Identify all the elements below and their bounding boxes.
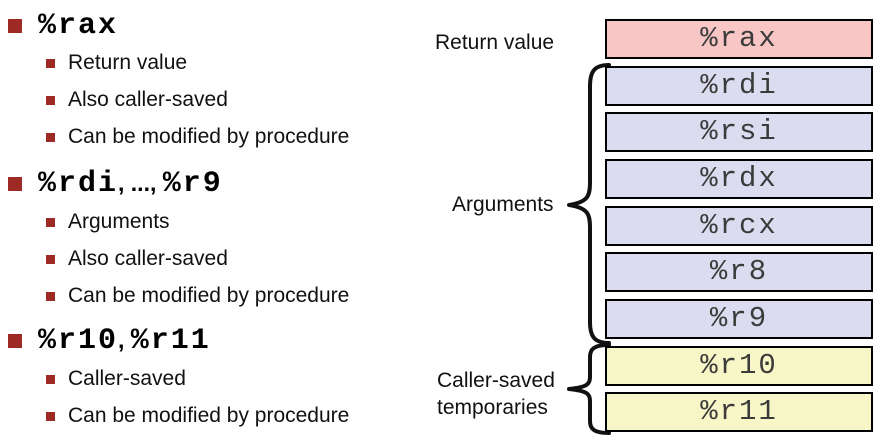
register-box-rcx: %rcx xyxy=(605,206,873,246)
bullet-square-icon xyxy=(46,254,55,264)
bullet-heading-rax: %rax xyxy=(8,9,118,43)
register-box-rdi: %rdi xyxy=(605,66,873,106)
bullet-square-icon xyxy=(46,411,55,421)
bullet-item-label: Return value xyxy=(68,51,188,74)
bullet-square-icon xyxy=(46,374,55,384)
bullet-item: Caller-saved xyxy=(46,366,186,392)
heading-separator: , xyxy=(118,327,131,353)
bullet-item: Also caller-saved xyxy=(46,246,228,272)
register-box-r9: %r9 xyxy=(605,299,873,339)
bullet-item: Can be modified by procedure xyxy=(46,403,349,429)
bullet-heading-r10-r11: %r10, %r11 xyxy=(8,324,211,358)
bullet-item-label: Also caller-saved xyxy=(68,88,228,111)
arguments-label: Arguments xyxy=(452,193,554,216)
register-box-rax: %rax xyxy=(605,19,873,59)
bullet-item: Can be modified by procedure xyxy=(46,124,349,150)
curly-brace-temporaries-icon xyxy=(567,343,611,435)
heading-text: %r10, %r11 xyxy=(38,324,211,358)
bullet-square-icon xyxy=(46,217,55,227)
bullet-item: Also caller-saved xyxy=(46,87,228,113)
bullet-item: Can be modified by procedure xyxy=(46,283,349,309)
heading-text: %rax xyxy=(38,9,118,43)
bullet-square-icon xyxy=(46,291,55,301)
bullet-item: Return value xyxy=(46,50,187,76)
return-value-label: Return value xyxy=(435,31,555,54)
bullet-item-label: Can be modified by procedure xyxy=(68,404,350,427)
bullet-item-label: Caller-saved xyxy=(68,367,186,390)
bullet-square-icon xyxy=(8,334,22,348)
bullet-item-label: Also caller-saved xyxy=(68,247,228,270)
register-box-r11: %r11 xyxy=(605,392,873,432)
heading-separator: , ..., xyxy=(118,170,163,196)
register-name: %r11 xyxy=(130,324,211,358)
register-name: %rax xyxy=(38,9,119,43)
curly-brace-arguments-icon xyxy=(567,63,611,345)
bullet-item-label: Can be modified by procedure xyxy=(68,125,350,148)
bullet-item: Arguments xyxy=(46,209,170,235)
bullet-heading-rdi-r9: %rdi, ..., %r9 xyxy=(8,167,223,201)
bullet-square-icon xyxy=(46,132,55,142)
heading-text: %rdi, ..., %r9 xyxy=(38,167,223,201)
register-box-rsi: %rsi xyxy=(605,112,873,152)
register-name: %r10 xyxy=(38,324,119,358)
register-box-rdx: %rdx xyxy=(605,159,873,199)
register-name: %rdi xyxy=(38,167,119,201)
bullet-item-label: Arguments xyxy=(68,210,170,233)
bullet-square-icon xyxy=(46,58,55,68)
bullet-square-icon xyxy=(8,177,22,191)
register-box-r10: %r10 xyxy=(605,346,873,386)
register-box-r8: %r8 xyxy=(605,252,873,292)
caller-saved-temporaries-label: Caller-saved temporaries xyxy=(437,369,555,419)
bullet-item-label: Can be modified by procedure xyxy=(68,284,350,307)
register-name: %r9 xyxy=(162,167,223,201)
bullet-square-icon xyxy=(46,95,55,105)
bullet-square-icon xyxy=(8,19,22,33)
